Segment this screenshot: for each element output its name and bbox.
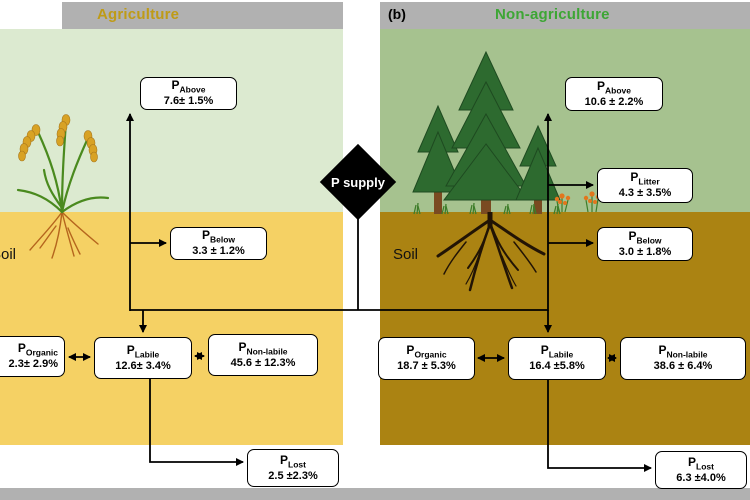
right-p-below-label: PBelow (628, 228, 662, 246)
pine-tree-center-icon (443, 50, 529, 214)
right-p-below-box: PBelow 3.0 ± 1.8% (597, 227, 693, 261)
left-soil-label: Soil (0, 246, 17, 263)
orange-shrubs-illustration (554, 191, 601, 212)
right-p-organic-value: 18.7 ± 5.3% (397, 360, 456, 373)
left-panel-title: Agriculture (97, 6, 180, 23)
p-supply-label: P supply (331, 174, 385, 190)
right-panel-title: Non-agriculture (495, 6, 610, 23)
right-p-non-labile-label: PNon-labile (658, 343, 708, 360)
left-p-organic-box: POrganic 2.3± 2.9% (0, 336, 65, 377)
right-soil-label: Soil (393, 246, 419, 263)
right-p-organic-box: POrganic 18.7 ± 5.3% (378, 337, 475, 380)
right-p-lost-value: 6.3 ±4.0% (676, 471, 726, 484)
right-p-above-box: PAbove 10.6 ± 2.2% (565, 77, 663, 111)
right-p-labile-box: PLabile 16.4 ±5.8% (508, 337, 606, 380)
left-p-lost-label: PLost (280, 452, 306, 470)
right-header-bar (380, 2, 750, 29)
right-p-organic-label: POrganic (406, 343, 447, 360)
wheat-stems-icon (16, 120, 110, 214)
left-p-lost-value: 2.5 ±2.3% (268, 469, 318, 482)
left-p-non-labile-label: PNon-labile (238, 339, 288, 357)
left-p-above-value: 7.6± 1.5% (163, 95, 214, 108)
shrub-stems-icon (556, 196, 599, 212)
right-p-litter-box: PLitter 4.3 ± 3.5% (597, 168, 693, 203)
right-p-lost-box: PLost 6.3 ±4.0% (655, 451, 747, 489)
right-p-below-value: 3.0 ± 1.8% (618, 245, 672, 258)
right-p-litter-label: PLitter (630, 170, 660, 187)
shrub-flowers-icon (554, 191, 601, 205)
left-p-lost-box: PLost 2.5 ±2.3% (247, 449, 339, 487)
wheat-plant-illustration (16, 114, 110, 259)
wheat-grain-heads-icon (18, 114, 98, 163)
left-p-non-labile-value: 45.6 ± 12.3% (230, 356, 296, 369)
bottom-bar (0, 488, 750, 500)
right-panel-marker: (b) (388, 6, 406, 22)
right-p-labile-label: PLabile (540, 343, 574, 360)
left-p-above-box: PAbove 7.6± 1.5% (140, 77, 237, 110)
wheat-roots-icon (29, 211, 99, 259)
right-p-non-labile-box: PNon-labile 38.6 ± 6.4% (620, 337, 746, 380)
left-p-below-box: PBelow 3.3 ± 1.2% (170, 227, 267, 260)
pine-trees-illustration (412, 50, 561, 215)
right-p-above-value: 10.6 ± 2.2% (584, 95, 644, 108)
left-p-non-labile-box: PNon-labile 45.6 ± 12.3% (208, 334, 318, 376)
left-p-below-label: PBelow (201, 228, 236, 245)
left-p-organic-value: 2.3± 2.9% (8, 358, 58, 371)
right-p-non-labile-value: 38.6 ± 6.4% (653, 360, 713, 373)
left-canopy-zone (0, 29, 343, 212)
right-p-lost-label: PLost (688, 454, 714, 472)
tree-roots-icon (436, 212, 546, 292)
right-p-above-label: PAbove (597, 78, 631, 96)
left-header-bar (62, 2, 343, 29)
right-p-litter-value: 4.3 ± 3.5% (618, 187, 672, 200)
right-p-labile-value: 16.4 ±5.8% (529, 360, 585, 373)
left-p-labile-label: PLabile (126, 342, 160, 360)
pine-tree-right-icon (515, 124, 561, 214)
p-supply-diamond: P supply (319, 143, 397, 221)
left-p-below-value: 3.3 ± 1.2% (192, 245, 245, 258)
left-p-labile-value: 12.6± 3.4% (115, 359, 171, 372)
left-p-organic-label: POrganic (17, 341, 58, 358)
tree-roots-illustration (436, 212, 546, 292)
left-p-labile-box: PLabile 12.6± 3.4% (94, 337, 192, 379)
left-p-above-label: PAbove (171, 78, 206, 95)
